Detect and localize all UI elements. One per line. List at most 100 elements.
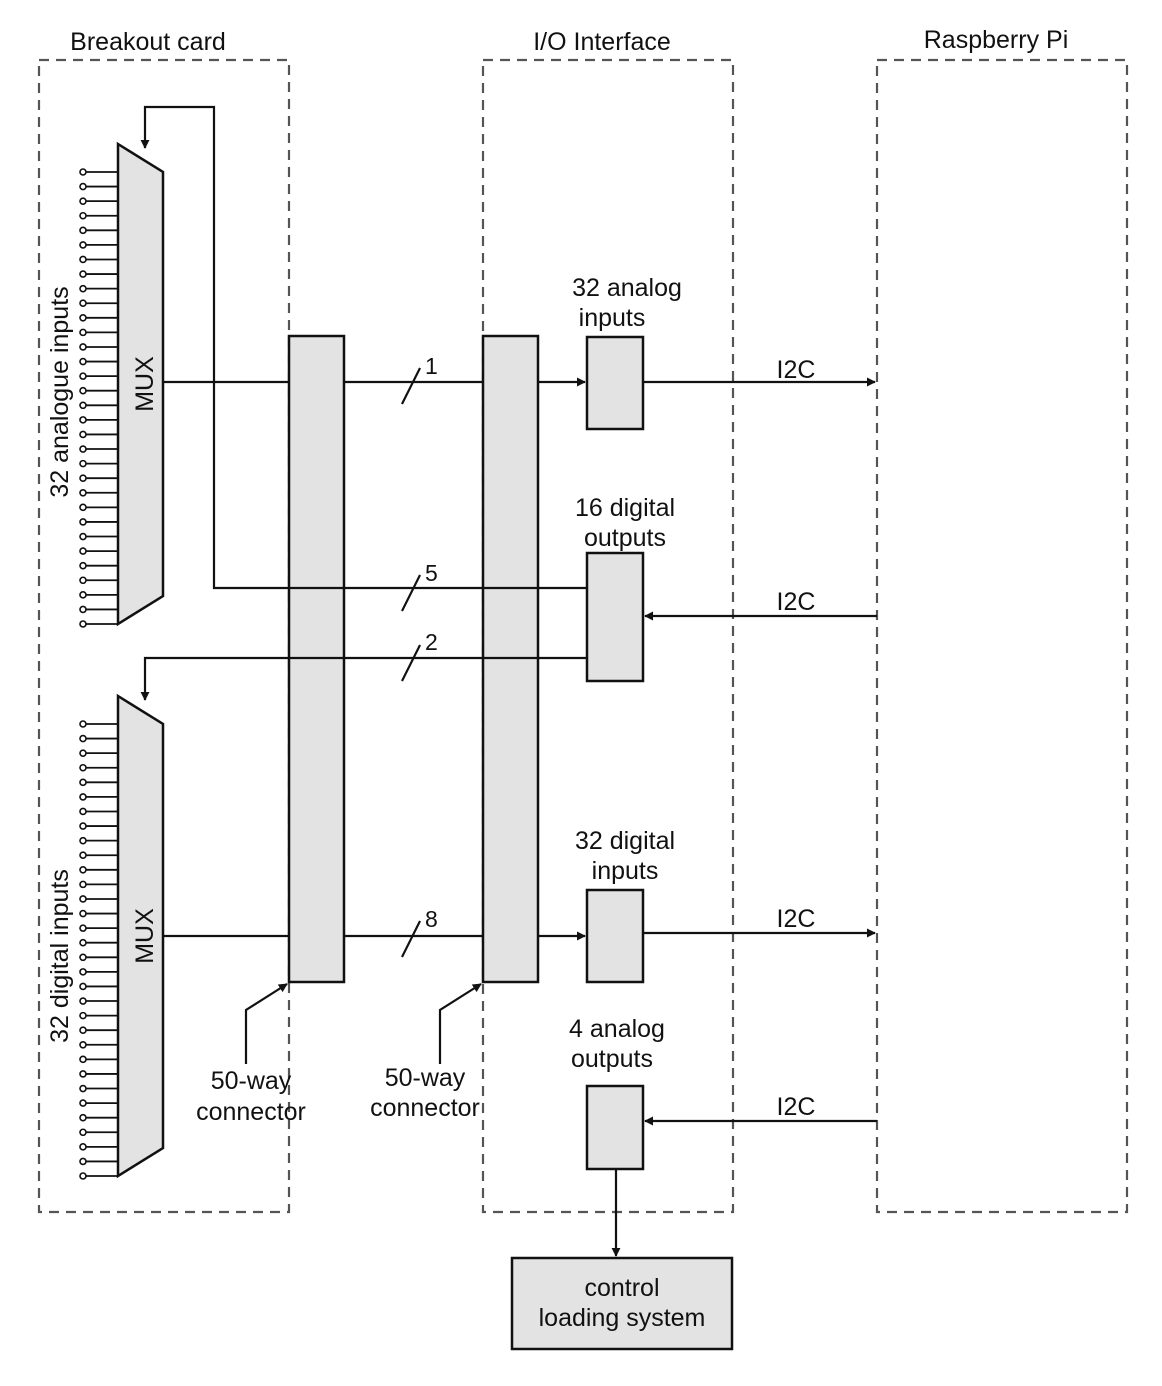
analog-input-pin-terminal	[79, 416, 87, 424]
analog-outputs-block-label-1: 4 analog	[569, 1015, 665, 1043]
digital-input-pin-terminal	[79, 924, 87, 932]
digital-mux-label: MUX	[131, 908, 159, 964]
bus-slash-8	[401, 920, 421, 958]
analog-input-pin-terminal	[79, 459, 87, 468]
digital-input-pin-terminal	[79, 1157, 87, 1166]
bus-width-digital-select: 2	[425, 629, 438, 655]
mux-select-line	[140, 105, 587, 590]
digital-input-pin-terminal	[79, 938, 87, 947]
digital-input-pin-terminal	[79, 997, 87, 1005]
interface-connector-pointer	[438, 983, 482, 1064]
analog-input-pin-terminal	[79, 284, 87, 293]
analog-input-pin-terminal	[79, 241, 87, 249]
digital-input-pin-terminal	[79, 1011, 87, 1020]
digital-input-pin-terminal	[79, 763, 87, 772]
digital-input-pin-terminal	[79, 734, 87, 743]
interface-connector-label-2: connector	[370, 1094, 480, 1122]
analog-input-pin-terminal	[79, 620, 87, 628]
bus-slash-5	[401, 574, 421, 612]
digital-mux	[116, 693, 165, 1179]
i2c-label-1: I2C	[777, 356, 816, 384]
digital-input-pin-terminal	[79, 1055, 87, 1064]
analog-input-pin-terminal	[79, 197, 87, 205]
digital-input-pin-terminal	[79, 851, 87, 860]
i2c-label-4: I2C	[777, 1093, 816, 1121]
analog-inputs-block	[585, 335, 645, 431]
analog-input-pin-terminal	[79, 168, 87, 176]
analog-input-pin-terminal	[79, 430, 87, 439]
bus-slash-2	[401, 644, 421, 682]
analog-input-pin-terminal	[79, 372, 87, 380]
digital-input-pins	[79, 720, 118, 1180]
analog-input-pins	[79, 168, 118, 628]
bus-slash-1	[401, 367, 421, 405]
analog-input-pin-terminal	[79, 503, 87, 512]
bus-width-mux-select: 5	[425, 560, 438, 586]
control-label-1: control	[584, 1274, 659, 1302]
digital-inputs-block-label-1: 32 digital	[575, 827, 675, 855]
breakout-connector-label-1: 50-way	[211, 1067, 292, 1095]
digital-input-pin-terminal	[79, 968, 87, 976]
breakout-connector-pointer	[244, 983, 288, 1064]
io-interface-title: I/O Interface	[533, 28, 671, 56]
digital-input-pin-terminal	[79, 749, 87, 757]
digital-input-pin-terminal	[79, 909, 87, 918]
analog-input-pin-terminal	[79, 561, 87, 570]
analog-outputs-block	[585, 1084, 645, 1171]
digital-input-pin-terminal	[79, 778, 87, 787]
digital-input-pin-terminal	[79, 1143, 87, 1151]
bus-width-digital-in: 8	[425, 906, 438, 932]
control-loading-system-block	[510, 1256, 734, 1351]
digital-input-pin-terminal	[79, 836, 87, 845]
digital-outputs-block-label-1: 16 digital	[575, 494, 675, 522]
digital-input-pin-terminal	[79, 807, 87, 816]
digital-inputs-label: 32 digital inputs	[46, 869, 74, 1043]
analog-input-pin-terminal	[79, 445, 87, 453]
raspberry-pi-title: Raspberry Pi	[924, 26, 1069, 54]
digital-outputs-block-label-2: outputs	[584, 524, 666, 552]
breakout-connector-label-2: connector	[196, 1098, 306, 1126]
analog-input-pin-terminal	[79, 547, 87, 555]
digital-inputs-block-label-2: inputs	[592, 857, 659, 885]
analog-inputs-block-label-2: inputs	[579, 304, 646, 332]
digital-input-pin-terminal	[79, 953, 87, 962]
digital-input-pin-terminal	[79, 1084, 87, 1093]
analog-input-pin-terminal	[79, 255, 87, 264]
digital-input-pin-terminal	[79, 1099, 87, 1107]
digital-select-line	[140, 656, 587, 701]
interface-connector-label-1: 50-way	[385, 1064, 466, 1092]
digital-input-pin-terminal	[79, 866, 87, 874]
analog-input-pin-terminal	[79, 328, 87, 337]
digital-input-pin-terminal	[79, 822, 87, 830]
analog-input-pin-terminal	[79, 357, 87, 366]
digital-outputs-block	[585, 551, 645, 683]
analog-inputs-label: 32 analogue inputs	[46, 286, 74, 497]
analog-input-pin-terminal	[79, 299, 87, 308]
analog-input-pin-terminal	[79, 182, 87, 191]
analog-input-pin-terminal	[79, 386, 87, 395]
digital-input-pin-terminal	[79, 793, 87, 801]
analog-input-pin-terminal	[79, 532, 87, 541]
analog-input-pin-terminal	[79, 401, 87, 410]
digital-input-pin-terminal	[79, 1070, 87, 1078]
analog-input-pin-terminal	[79, 605, 87, 614]
digital-input-pin-terminal	[79, 895, 87, 903]
analog-outputs-block-label-2: outputs	[571, 1045, 653, 1073]
analog-mux-label: MUX	[131, 356, 159, 412]
digital-inputs-block	[585, 888, 645, 984]
analog-input-pin-terminal	[79, 576, 87, 585]
digital-input-pin-terminal	[79, 880, 87, 889]
control-label-2: loading system	[539, 1304, 706, 1332]
digital-input-pin-terminal	[79, 1128, 87, 1137]
digital-input-pin-terminal	[79, 1172, 87, 1180]
breakout-card-title: Breakout card	[70, 28, 226, 56]
analog-input-pin-terminal	[79, 518, 87, 526]
analog-input-pin-terminal	[79, 270, 87, 278]
digital-input-pin-terminal	[79, 1026, 87, 1034]
analog-input-pin-terminal	[79, 474, 87, 482]
i2c-label-2: I2C	[777, 588, 816, 616]
digital-input-pin-terminal	[79, 1113, 87, 1122]
digital-input-pin-terminal	[79, 1040, 87, 1049]
raspberry-pi-region	[875, 58, 1129, 1214]
